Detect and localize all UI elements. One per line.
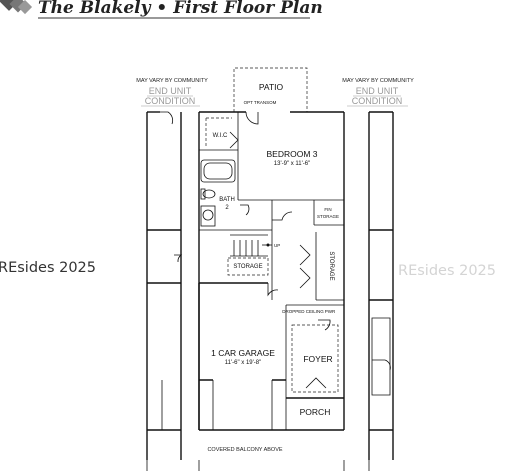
bath-2: BATH 2 xyxy=(199,159,272,231)
covered-balcony-note: COVERED BALCONY ABOVE xyxy=(207,447,282,453)
sink xyxy=(202,209,214,221)
note-may-vary-left: MAY VARY BY COMMUNITY xyxy=(136,78,208,84)
fin-storage-label-2: STORAGE xyxy=(317,214,339,219)
garage-dim: 11'-6" x 19'-8" xyxy=(225,360,261,366)
storage-closet: STORAGE xyxy=(299,232,344,301)
pwr-label: PWR xyxy=(325,309,336,314)
note-condition-right: CONDITION xyxy=(352,96,403,106)
hall: FIN STORAGE xyxy=(271,200,344,300)
watermark-left: REsides 2025 xyxy=(0,260,96,276)
garage: 1 CAR GARAGE 11'-6" x 19'-8" xyxy=(198,283,286,430)
note-may-vary-right: MAY VARY BY COMMUNITY xyxy=(342,78,414,84)
fin-storage-label-1: FIN xyxy=(324,207,331,212)
watermark-right: REsides 2025 xyxy=(398,263,496,279)
wic-label: W.I.C xyxy=(213,133,228,139)
walk-in-closet: W.I.C xyxy=(199,117,238,151)
bathtub xyxy=(200,159,236,183)
patio: PATIO OPT TRANSOM xyxy=(233,67,308,112)
toilet xyxy=(202,189,216,199)
staircase: UP xyxy=(230,234,280,257)
foyer: DROPPED CEILING PWR FOYER xyxy=(282,304,344,430)
bath-number: 2 xyxy=(225,205,229,211)
dropped-ceiling-label: DROPPED CEILING xyxy=(282,309,324,314)
porch: PORCH xyxy=(300,407,331,417)
under-storage-label: STORAGE xyxy=(233,264,262,270)
storage-label: STORAGE xyxy=(328,251,334,280)
note-end-unit-right: END UNIT xyxy=(356,86,399,96)
bedroom-3: BEDROOM 3 13'-9" x 11'-6" xyxy=(229,112,344,201)
porch-label: PORCH xyxy=(300,407,331,417)
under-stair-storage: STORAGE xyxy=(199,257,279,297)
note-end-unit-left: END UNIT xyxy=(149,86,192,96)
patio-label: PATIO xyxy=(259,82,284,92)
up-label: UP xyxy=(274,243,280,248)
bedroom-3-label: BEDROOM 3 xyxy=(266,149,317,159)
garage-label: 1 CAR GARAGE xyxy=(211,348,275,358)
plan-title: The Blakely • First Floor Plan xyxy=(38,0,323,18)
right-neighbor-unit xyxy=(368,111,394,460)
note-condition-left: CONDITION xyxy=(145,96,196,106)
bath-label: BATH xyxy=(219,197,235,203)
opt-transom-label: OPT TRANSOM xyxy=(244,100,277,105)
bedroom-3-dim: 13'-9" x 11'-6" xyxy=(274,161,310,167)
left-neighbor-unit xyxy=(146,111,183,460)
brand-diamond-logo xyxy=(0,0,33,15)
foyer-label: FOYER xyxy=(303,354,332,364)
